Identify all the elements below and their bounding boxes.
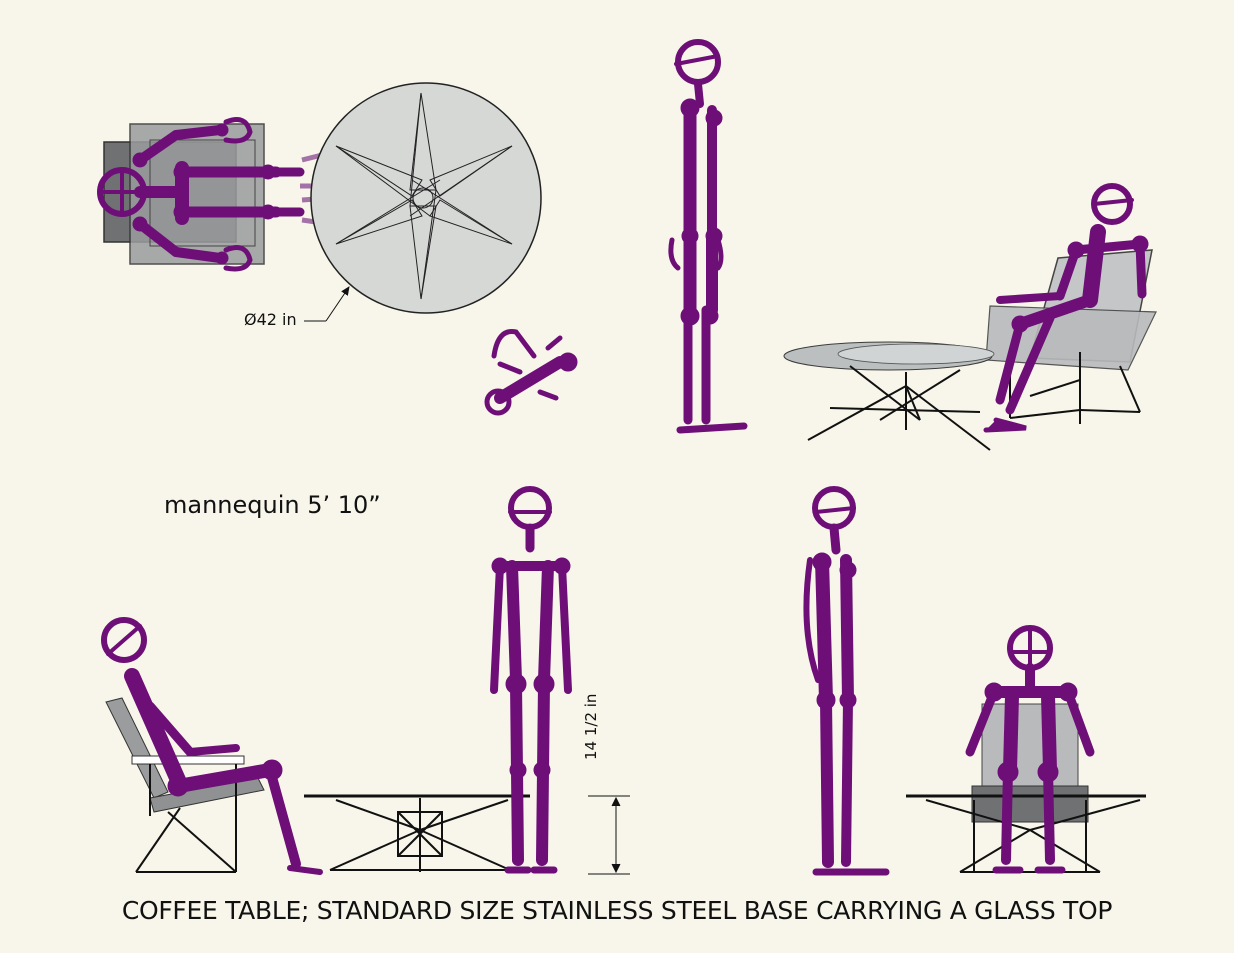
table-height-label: 14 1/2 in bbox=[582, 693, 600, 760]
seated-mannequin-side bbox=[101, 617, 323, 875]
height-dimension bbox=[588, 795, 630, 875]
plan-view-mannequin bbox=[97, 117, 305, 272]
mannequin-height-label: mannequin 5’ 10” bbox=[164, 491, 381, 519]
table-diameter-label: Ø42 in bbox=[244, 310, 297, 329]
standing-mannequin-front bbox=[490, 486, 572, 874]
standing-mannequin-side bbox=[668, 39, 748, 434]
side-elevation-table bbox=[304, 794, 530, 872]
side-elevation-chair bbox=[105, 697, 265, 873]
perspective-table bbox=[783, 341, 995, 451]
standing-mannequin-profile bbox=[803, 486, 890, 876]
diameter-dimension bbox=[304, 286, 350, 322]
plan-view-table bbox=[310, 82, 542, 314]
small-mannequin bbox=[484, 329, 578, 416]
seated-mannequin-front bbox=[965, 625, 1095, 874]
seated-mannequin-perspective bbox=[983, 183, 1149, 433]
front-view-chair bbox=[906, 703, 1146, 873]
drawing-caption: COFFEE TABLE; STANDARD SIZE STAINLESS ST… bbox=[121, 896, 1113, 925]
